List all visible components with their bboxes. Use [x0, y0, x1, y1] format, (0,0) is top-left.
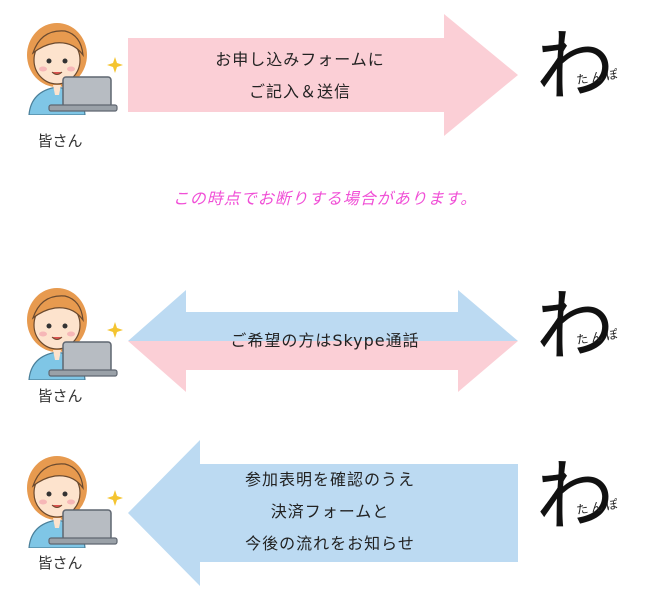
arrow-text-line: 今後の流れをお知らせ	[245, 534, 415, 553]
person-label: 皆さん	[37, 387, 83, 405]
arrow-text-line: 決済フォームと	[270, 502, 390, 521]
logo-wa: わ	[535, 22, 614, 112]
person-illustration	[15, 448, 125, 549]
arrow-text-line: 参加表明を確認のうえ	[244, 470, 415, 489]
arrow-text-line: ご希望の方はSkype通話	[230, 331, 420, 350]
person-at-laptop-icon	[27, 288, 123, 381]
arrow-text: お申し込みフォームに ご記入＆送信	[150, 44, 450, 108]
arrow-text-line: お申し込みフォームに	[215, 50, 385, 69]
arrow-text: ご希望の方はSkype通話	[150, 325, 500, 357]
logo-wa: わ	[535, 282, 614, 372]
person-at-laptop-icon	[27, 456, 123, 549]
left-arrow	[128, 440, 520, 590]
person-at-laptop-icon	[27, 23, 123, 116]
logo-wa: わ	[535, 452, 614, 542]
arrow-text-line: ご記入＆送信	[248, 82, 351, 101]
person-illustration	[15, 280, 125, 381]
note-text: この時点でお断りする場合があります。	[172, 189, 478, 208]
right-arrow	[128, 14, 520, 136]
arrow-text: 参加表明を確認のうえ 決済フォームと 今後の流れをお知らせ	[180, 464, 480, 560]
person-label: 皆さん	[37, 554, 83, 572]
person-illustration	[15, 15, 125, 116]
double-arrow	[128, 290, 520, 392]
person-label: 皆さん	[37, 132, 83, 150]
